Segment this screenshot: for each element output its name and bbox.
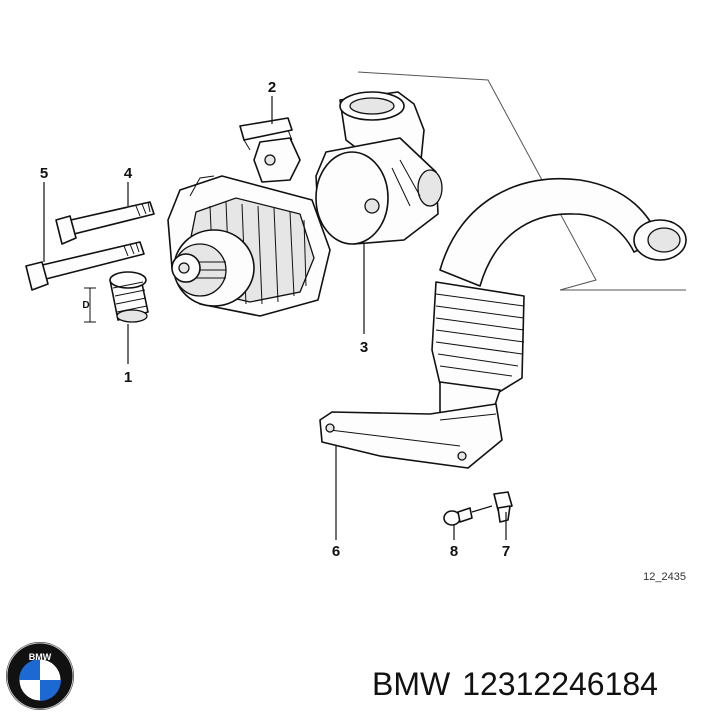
callout-4: 4 [124,165,133,182]
part-2-regulator [239,117,301,183]
part-6-bracket [319,403,503,469]
dimension-label: D [82,300,89,311]
figure-code: 12_2435 [643,571,686,583]
part-1-pulley [84,271,149,323]
part-7-clip [493,491,513,523]
part-number: 12312246184 [462,666,658,702]
callout-5: 5 [40,165,48,182]
leader-lines [43,96,507,540]
alternator [167,175,331,317]
brand-name: BMW [372,666,451,702]
callout-7: 7 [502,543,510,560]
callout-6: 6 [332,543,340,560]
callout-3: 3 [360,339,368,356]
callout-2: 2 [268,79,276,96]
part-3-intake-housing [315,91,443,245]
bmw-logo-text: BMW [29,652,52,662]
part-caption: BMW 12312246184 [372,660,716,708]
bmw-logo: BMW [6,642,74,710]
callout-8: 8 [450,543,458,560]
part-5-bolt [25,241,145,291]
part-8-screw [443,507,473,526]
air-duct-hose [431,177,687,421]
part-4-bolt [55,201,155,245]
callout-1: 1 [124,369,132,386]
